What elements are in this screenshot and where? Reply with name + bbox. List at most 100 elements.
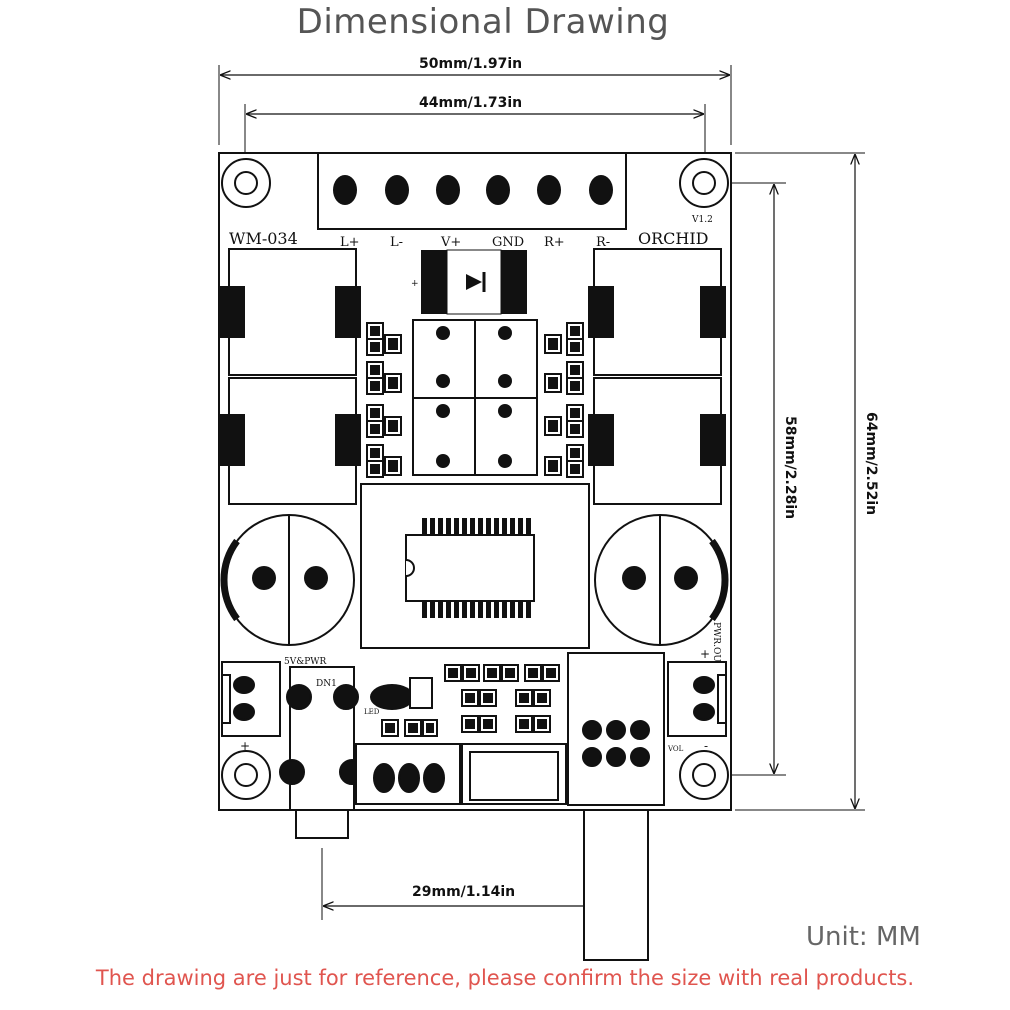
terminal-label: L+ (340, 235, 360, 250)
smd-pad (381, 719, 399, 737)
ic-pin (470, 518, 475, 535)
reference-note: The drawing are just for reference, plea… (95, 966, 915, 990)
smd-pad (566, 361, 584, 379)
terminal-labels: L+ L- V+ GND R+ R- (340, 235, 610, 250)
vol-label: VOL (667, 745, 684, 753)
smd-pad (384, 416, 402, 436)
overall-width-label: 50mm/1.97in (419, 56, 523, 72)
ic-pin (438, 601, 443, 618)
diode (421, 249, 527, 315)
inductors (228, 248, 722, 505)
ic-pin (494, 518, 499, 535)
smd-pad (524, 664, 542, 682)
terminal-label: R- (596, 235, 610, 250)
version-label: V1.2 (691, 215, 713, 225)
ic-pin (478, 518, 483, 535)
terminal-label: GND (492, 235, 524, 250)
smd-pad (384, 373, 402, 393)
smd-pad (404, 719, 422, 737)
power-input-label: 5V&PWR (284, 657, 327, 667)
hole-spacing-height-label: 58mm/2.28in (782, 416, 798, 520)
ic-pin (454, 518, 459, 535)
terminal-label: L- (390, 235, 403, 250)
smd-pad (384, 456, 402, 476)
smd-pad (483, 664, 501, 682)
drawing-title: Dimensional Drawing (296, 2, 670, 42)
ic-pin (518, 601, 523, 618)
smd-pad (366, 338, 384, 356)
ic-pin (526, 601, 531, 618)
terminal-label: V+ (440, 235, 461, 250)
smd-pad (533, 689, 551, 707)
ic-pin (486, 518, 491, 535)
terminal-label: R+ (544, 235, 565, 250)
ic-pin (486, 601, 491, 618)
smd-pad (366, 404, 384, 422)
smd-pad (422, 719, 438, 737)
ic-pin (510, 518, 515, 535)
smd-pad (366, 420, 384, 438)
jack-to-pot-label: 29mm/1.14in (412, 884, 516, 900)
left-plus: + (240, 739, 250, 753)
right-plus: + (700, 647, 710, 661)
cap-grid (412, 319, 538, 476)
ic-pin (510, 601, 515, 618)
ic-pin (438, 518, 443, 535)
model-label: WM-034 (229, 229, 298, 248)
ic-pin (462, 518, 467, 535)
pin-header (355, 743, 461, 805)
dn-label: DN1 (316, 679, 337, 689)
right-connector (667, 661, 727, 737)
smd-pad (544, 373, 562, 393)
hole-spacing-width-label: 44mm/1.73in (419, 95, 523, 111)
smd-pad (515, 715, 533, 733)
right-minus: - (704, 739, 708, 753)
smd-pad (566, 338, 584, 356)
ic-pin (518, 518, 523, 535)
smd-pad (544, 456, 562, 476)
smd-pad (566, 420, 584, 438)
overall-height-label: 64mm/2.52in (863, 412, 879, 516)
smd-pad (461, 715, 479, 733)
left-connector (221, 661, 281, 737)
ic-pin (470, 601, 475, 618)
ic-pin (446, 518, 451, 535)
brand-label: ORCHID (638, 229, 709, 248)
ic-pin (430, 601, 435, 618)
smd-pad (566, 377, 584, 395)
smd-pad (479, 689, 497, 707)
ic-chip (405, 518, 535, 618)
mounting-holes (221, 158, 729, 800)
unit-label: Unit: MM (806, 922, 921, 952)
smd-pad (566, 460, 584, 478)
ic-pin (502, 518, 507, 535)
smd-pad (542, 664, 560, 682)
ic-pin (454, 601, 459, 618)
smd-pad (566, 404, 584, 422)
smd-pad (366, 322, 384, 340)
terminal-block (317, 152, 627, 230)
plus-mark: + (411, 279, 419, 289)
ic-pin (502, 601, 507, 618)
electrolytic-cap-left (220, 514, 355, 646)
smd-pad (515, 689, 533, 707)
smd-pad (566, 444, 584, 462)
smd-pad (444, 664, 462, 682)
led (370, 677, 433, 710)
pwr-out-label: PWR.OUT (711, 622, 721, 668)
smd-pad (479, 715, 497, 733)
switch (461, 743, 567, 805)
dc-jack (279, 666, 365, 839)
led-label: LED (364, 708, 380, 716)
smd-pad (366, 460, 384, 478)
ic-pin (526, 518, 531, 535)
smd-pad (366, 377, 384, 395)
smd-pad (533, 715, 551, 733)
smd-pad (566, 322, 584, 340)
smd-pad (366, 361, 384, 379)
ic-pin (446, 601, 451, 618)
ic-pin (462, 601, 467, 618)
electrolytic-cap-right (594, 514, 729, 646)
smd-pad (366, 444, 384, 462)
